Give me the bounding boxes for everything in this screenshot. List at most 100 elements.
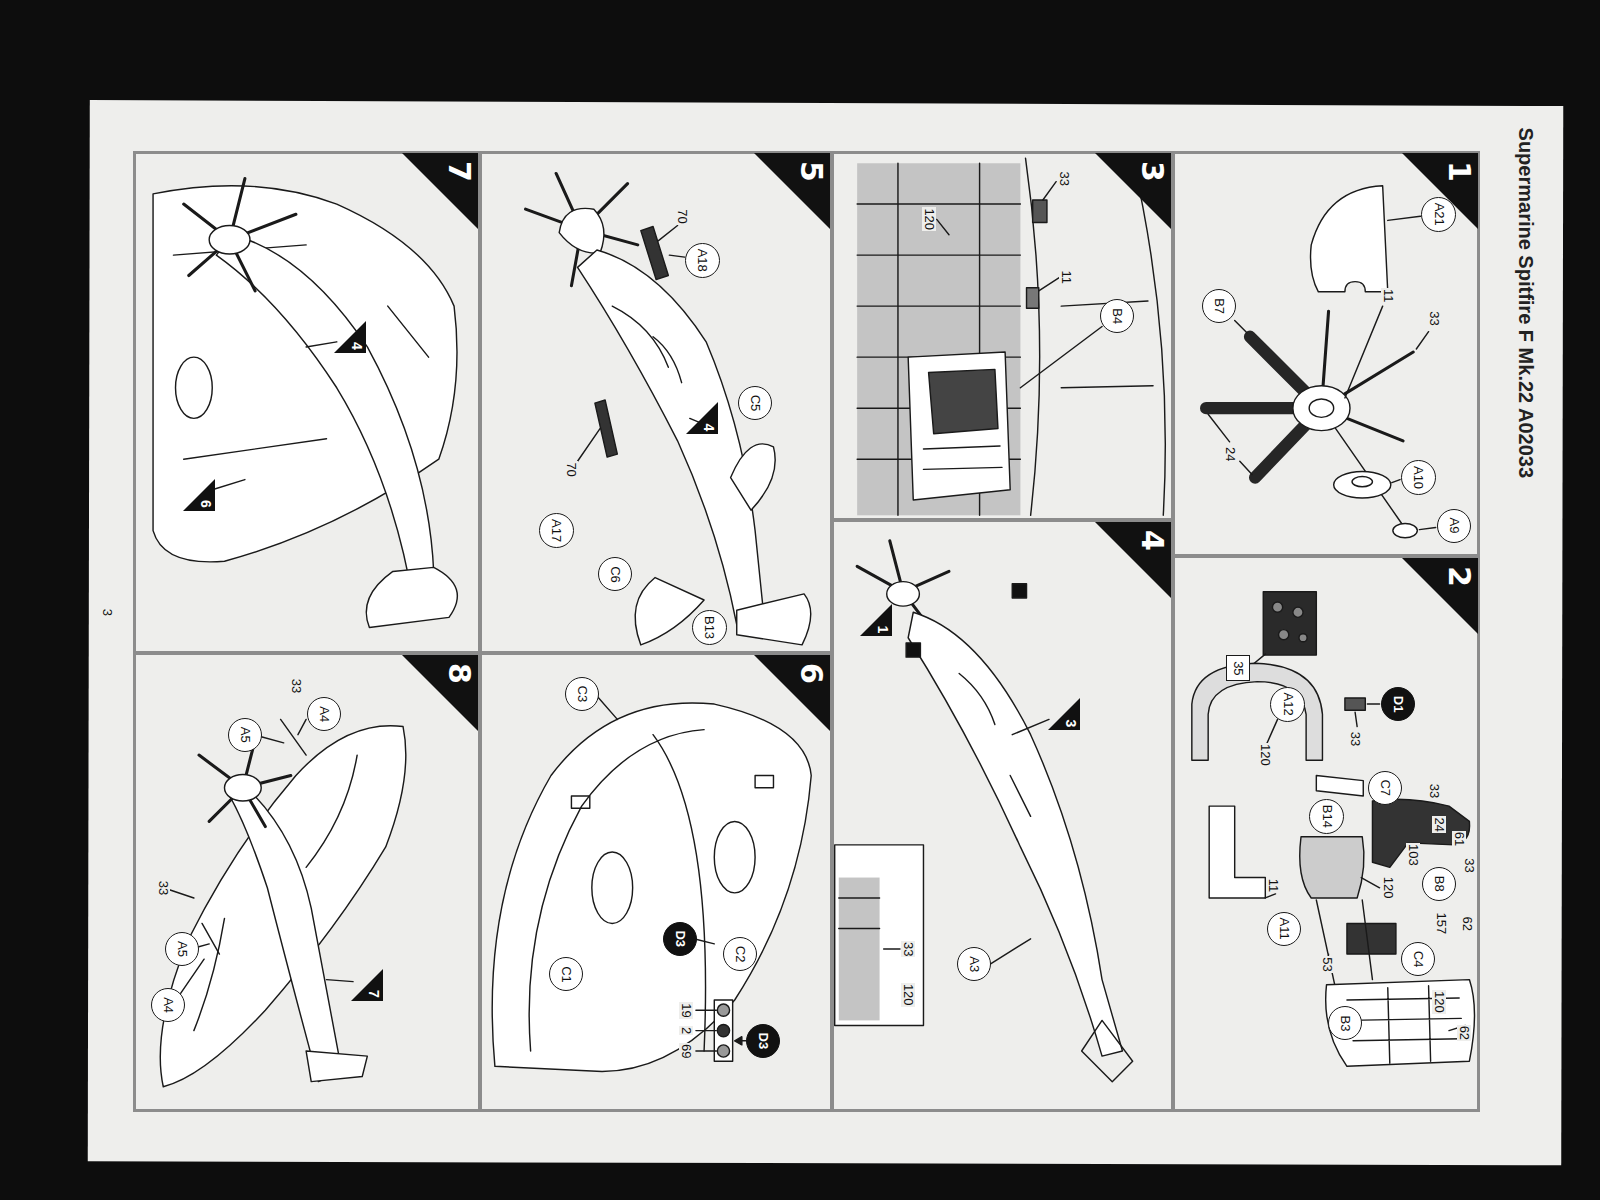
step-number: 5 xyxy=(794,161,828,182)
paint-number: 70 xyxy=(675,208,689,224)
paint-number: 120 xyxy=(1432,990,1446,1014)
callout-number: A18 xyxy=(695,249,709,272)
callout-number: D3 xyxy=(756,1033,770,1050)
step3-fuselage-interior-part xyxy=(857,163,1020,515)
callout-number: B3 xyxy=(1338,1016,1352,1032)
step2-cockpit-parts-part xyxy=(1316,900,1372,985)
step5-fuselage-part xyxy=(612,306,681,383)
callout-number: 7 xyxy=(366,990,382,998)
part-callout: C2 xyxy=(723,937,757,971)
step-number: 6 xyxy=(794,663,828,684)
instruction-sheet: Supermarine Spitfire F Mk.22 A020331A21B… xyxy=(92,102,1561,1163)
step4-fuselage-part xyxy=(908,612,1122,1056)
paint-number: 120 xyxy=(901,983,915,1007)
step6-wings-part xyxy=(717,1024,729,1036)
step3-fuselage-interior-part xyxy=(908,352,1010,500)
step1-propeller-part xyxy=(1208,216,1436,529)
step6-wings-part xyxy=(717,1004,729,1016)
step7-aircraft xyxy=(153,179,457,628)
step1-propeller-part xyxy=(1352,477,1372,487)
step6-wings-part xyxy=(696,1010,716,1051)
step5-fuselage-part xyxy=(737,594,811,645)
callout-number: C1 xyxy=(559,966,573,983)
callout-number: 6 xyxy=(198,500,214,508)
paint-number: 33 xyxy=(1427,783,1441,799)
step1-propeller-part xyxy=(1311,186,1388,292)
step1-propeller-part xyxy=(1393,523,1417,537)
step2-cockpit-parts-part xyxy=(1265,878,1379,898)
step7-aircraft-part xyxy=(176,357,213,418)
subassembly-marker: 4 xyxy=(334,321,366,353)
marker-triangle xyxy=(686,402,718,434)
step5-fuselage-part xyxy=(578,250,764,624)
part-callout: B7 xyxy=(1202,289,1236,323)
step5-fuselage-part xyxy=(641,227,669,280)
step3-fuselage-interior-part xyxy=(1026,158,1166,515)
step8-aircraft xyxy=(160,719,406,1086)
step4-fuselage-part xyxy=(839,898,900,949)
step1-propeller-part xyxy=(1293,386,1350,431)
callout-number: 4 xyxy=(349,342,365,350)
part-callout: B14 xyxy=(1309,799,1344,834)
callout-number: C4 xyxy=(1411,951,1425,968)
callout-number: D3 xyxy=(673,930,687,947)
step4-fuselage-part xyxy=(990,719,1049,964)
step4-fuselage-part xyxy=(857,541,949,633)
step2-cockpit-parts-part xyxy=(1347,923,1396,954)
step7-aircraft-part xyxy=(216,235,433,602)
panel-frame xyxy=(133,151,1480,1112)
step5-fuselage-part xyxy=(731,444,776,510)
step-panel: 5A18A174C5C6B13 xyxy=(480,151,832,653)
callout-number: A10 xyxy=(1411,466,1425,489)
step6-wings-part xyxy=(755,776,773,788)
part-callout: B3 xyxy=(1328,1006,1362,1040)
step-triangle xyxy=(1402,558,1478,634)
step8-aircraft-part xyxy=(224,774,261,801)
callout-number: B14 xyxy=(1320,805,1334,828)
step4-fuselage-part xyxy=(887,582,920,606)
marker-triangle xyxy=(351,969,383,1001)
part-callout: B4 xyxy=(1100,299,1134,333)
step-triangle xyxy=(1402,153,1478,229)
step4-fuselage-part xyxy=(839,878,880,1021)
callout-number: B13 xyxy=(702,616,716,639)
step2-cockpit-parts-part xyxy=(1209,806,1265,898)
callout-number: C3 xyxy=(575,686,589,703)
paint-number: 2 xyxy=(679,1026,693,1035)
paint-box: 35 xyxy=(1226,655,1250,681)
step3-fuselage-interior-part xyxy=(923,446,1002,469)
paint-number: 62 xyxy=(1460,915,1474,931)
step5-fuselage-part xyxy=(559,208,604,253)
part-callout: A4 xyxy=(151,988,185,1022)
marker-triangle xyxy=(1048,698,1080,730)
callout-number: 35 xyxy=(1231,661,1245,675)
decal-callout: D3 xyxy=(663,922,697,956)
part-callout: C4 xyxy=(1401,942,1435,976)
callout-number: A4 xyxy=(161,997,175,1013)
part-callout: A5 xyxy=(165,932,199,966)
callout-number: C7 xyxy=(1378,779,1392,796)
step-triangle xyxy=(754,153,830,229)
callout-number: D1 xyxy=(1391,696,1405,713)
callout-number: C5 xyxy=(748,395,762,412)
callout-number: 3 xyxy=(1063,719,1079,727)
part-callout: A17 xyxy=(539,513,574,548)
paint-number: 120 xyxy=(1258,743,1272,767)
step-number: 3 xyxy=(1135,161,1169,182)
marker-triangle xyxy=(860,604,892,636)
step-number: 8 xyxy=(442,663,476,684)
paint-number: 62 xyxy=(1457,1025,1471,1041)
step2-cockpit-parts-part xyxy=(1299,634,1307,642)
callout-number: B4 xyxy=(1110,308,1124,324)
paint-number: 33 xyxy=(901,941,915,957)
step-triangle xyxy=(1095,153,1171,229)
step-panel: 413A3 xyxy=(832,520,1173,1112)
part-callout: A12 xyxy=(1270,687,1305,722)
paint-number: 33 xyxy=(1057,171,1071,187)
step6-wings-part xyxy=(717,1045,729,1057)
paint-number: 120 xyxy=(922,207,936,231)
step3-fuselage-interior-part xyxy=(857,163,1020,515)
step4-fuselage-part xyxy=(906,643,920,657)
callout-number: A12 xyxy=(1281,693,1295,716)
paint-number: 11 xyxy=(1059,270,1073,286)
